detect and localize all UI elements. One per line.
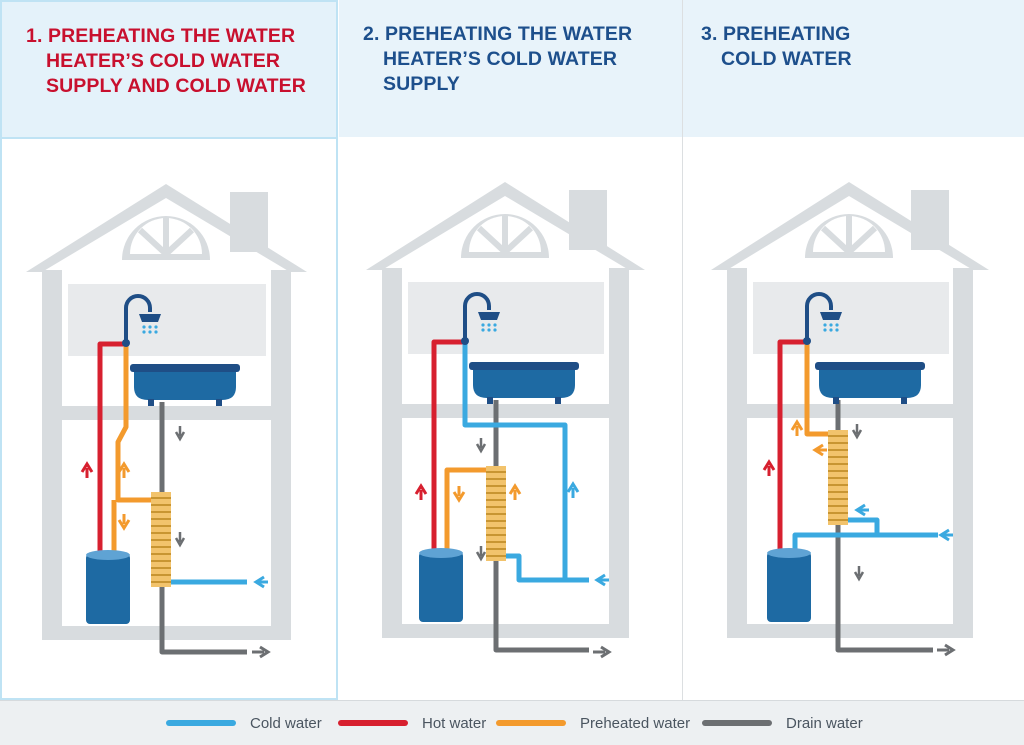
floor-middle [42,406,291,420]
panel-3-title: 3. PREHEATING COLD WATER [701,22,852,72]
wall-right [271,270,291,640]
cold-pipe-branch [847,517,880,535]
water-heater-tank [419,548,463,622]
panel-2-scene [366,182,645,659]
shower [461,292,500,345]
panel-2-title-line-2: HEATER’S COLD WATER [383,48,618,70]
hot-pipe [777,339,807,555]
heat-exchanger [151,492,171,587]
panel-2-title-line-1: PREHEATING THE WATER [385,23,633,45]
panel-1-title: 1. PREHEATING THE WATER HEATER’S COLD WA… [26,24,306,99]
panel-1-title-line-1: PREHEATING THE WATER [48,25,296,47]
wall-left [382,268,402,638]
attic-window [461,214,549,258]
flow-arrows [414,438,612,659]
preheated-pipe-upper [115,344,154,503]
flow-arrows [762,419,956,657]
panel-1-title-line-3: SUPPLY AND COLD WATER [46,75,306,97]
attic-window [122,216,210,260]
water-heater-tank [86,550,130,624]
floor-bottom [382,624,629,638]
wall-left [42,270,62,640]
panel-1-scene [26,184,307,659]
shower [803,292,842,345]
hot-pipe [97,341,126,557]
panel-3-header: 3. PREHEATING COLD WATER [683,0,1024,137]
panel-2: 2. PREHEATING THE WATER HEATER’S COLD WA… [339,0,683,700]
legend-swatch-hot-water [338,720,408,726]
wall-left [727,268,747,638]
panel-2-header: 2. PREHEATING THE WATER HEATER’S COLD WA… [339,0,682,137]
cold-pipe [792,532,938,555]
legend-swatch-preheated-water [496,720,566,726]
drain-pipe [493,400,589,653]
panel-2-title-line-3: SUPPLY [383,73,460,95]
preheated-pipe [444,467,489,555]
panel-1-header: 1. PREHEATING THE WATER HEATER’S COLD WA… [2,2,336,139]
roof [26,184,307,272]
water-heater-tank [767,548,811,622]
roof [366,182,645,270]
bathtub [469,362,579,404]
hot-pipe [431,339,465,555]
heat-exchanger [828,430,848,525]
legend-swatch-drain-water [702,720,772,726]
legend-label: Cold water [250,714,322,732]
panel-2-title: 2. PREHEATING THE WATER HEATER’S COLD WA… [363,22,632,97]
legend-swatch-cold-water [166,720,236,726]
panel-3-scene [711,182,989,657]
attic-window [805,214,893,258]
bathtub [815,362,925,404]
shower [122,294,161,347]
floor-middle [727,404,973,418]
drain-pipe [159,402,247,655]
heat-exchanger [486,466,506,561]
floor-middle [382,404,629,418]
panel-3-title-line-1: PREHEATING [723,23,851,45]
wall-right [609,268,629,638]
legend-item-hot-water: Hot water [338,713,486,733]
wall-right [953,268,973,638]
panel-3-number: 3. [701,23,718,45]
panel-3: 3. PREHEATING COLD WATER [683,0,1024,700]
legend-item-preheated-water: Preheated water [496,713,690,733]
legend-label: Preheated water [580,714,691,732]
legend-label: Drain water [786,714,863,732]
bathtub [130,364,240,406]
legend-item-drain-water: Drain water [702,713,863,733]
floor-bottom [42,626,291,640]
cold-pipe-lower [505,553,589,583]
panel-1-number: 1. [26,25,43,47]
legend-label: Hot water [422,714,487,732]
roof [711,182,989,270]
panel-1-title-line-2: HEATER’S COLD WATER [46,50,281,72]
legend-item-cold-water: Cold water [166,713,322,733]
drain-pipe [835,400,933,653]
panel-1: 1. PREHEATING THE WATER HEATER’S COLD WA… [0,0,338,700]
flow-arrows [80,426,271,659]
panel-3-title-line-2: COLD WATER [721,48,852,70]
panel-2-number: 2. [363,23,380,45]
legend: Cold water Hot water Preheated water Dra… [0,700,1024,745]
preheated-pipe [804,342,833,437]
floor-bottom [727,624,973,638]
cold-pipe-upper [462,342,568,580]
